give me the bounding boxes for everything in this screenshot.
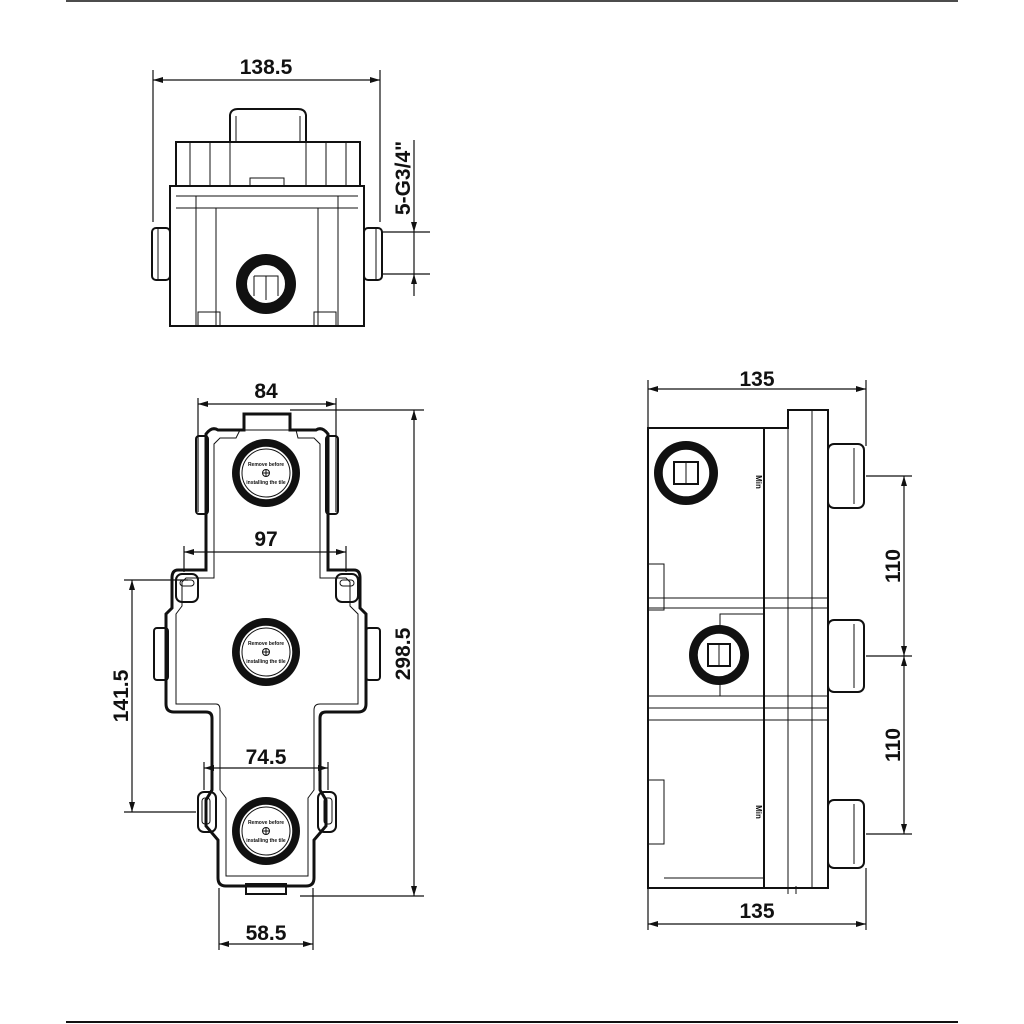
cap-top: Remove before installing the tile: [232, 439, 300, 507]
side-view: 135 135: [647, 368, 912, 930]
dim-side-spacing-upper: 110: [882, 549, 905, 583]
top-view: 138.5: [151, 56, 430, 327]
cap-middle: Remove before installing the tile: [232, 618, 300, 686]
dim-front-left-height: 141.5: [110, 669, 133, 722]
svg-text:Remove before: Remove before: [248, 462, 284, 468]
dim-front-top-width: 84: [254, 380, 278, 403]
dim-front-height: 298.5: [392, 627, 415, 680]
dim-side-spacing-lower: 110: [882, 728, 905, 762]
cap-bottom: Remove before installing the tile: [232, 797, 300, 865]
svg-text:installing the tile: installing the tile: [246, 838, 286, 844]
svg-text:installing the tile: installing the tile: [246, 480, 286, 486]
svg-text:installing the tile: installing the tile: [246, 659, 286, 665]
dim-side-bottom-width: 135: [739, 900, 774, 923]
svg-text:Remove before: Remove before: [248, 820, 284, 826]
dim-front-lower-width: 74.5: [246, 746, 287, 769]
dim-front-mid-width: 97: [254, 528, 277, 551]
dim-front-bottom-width: 58.5: [246, 922, 287, 945]
side-mark-upper: Min: [754, 475, 763, 489]
front-view: 84 298.5 141.5: [110, 380, 424, 950]
dim-top-thread: 5-G3/4": [392, 141, 415, 215]
side-mark-lower: Min: [754, 805, 763, 819]
dim-side-top-width: 135: [739, 368, 774, 391]
svg-text:Remove before: Remove before: [248, 641, 284, 647]
dim-top-width: 138.5: [240, 56, 293, 79]
